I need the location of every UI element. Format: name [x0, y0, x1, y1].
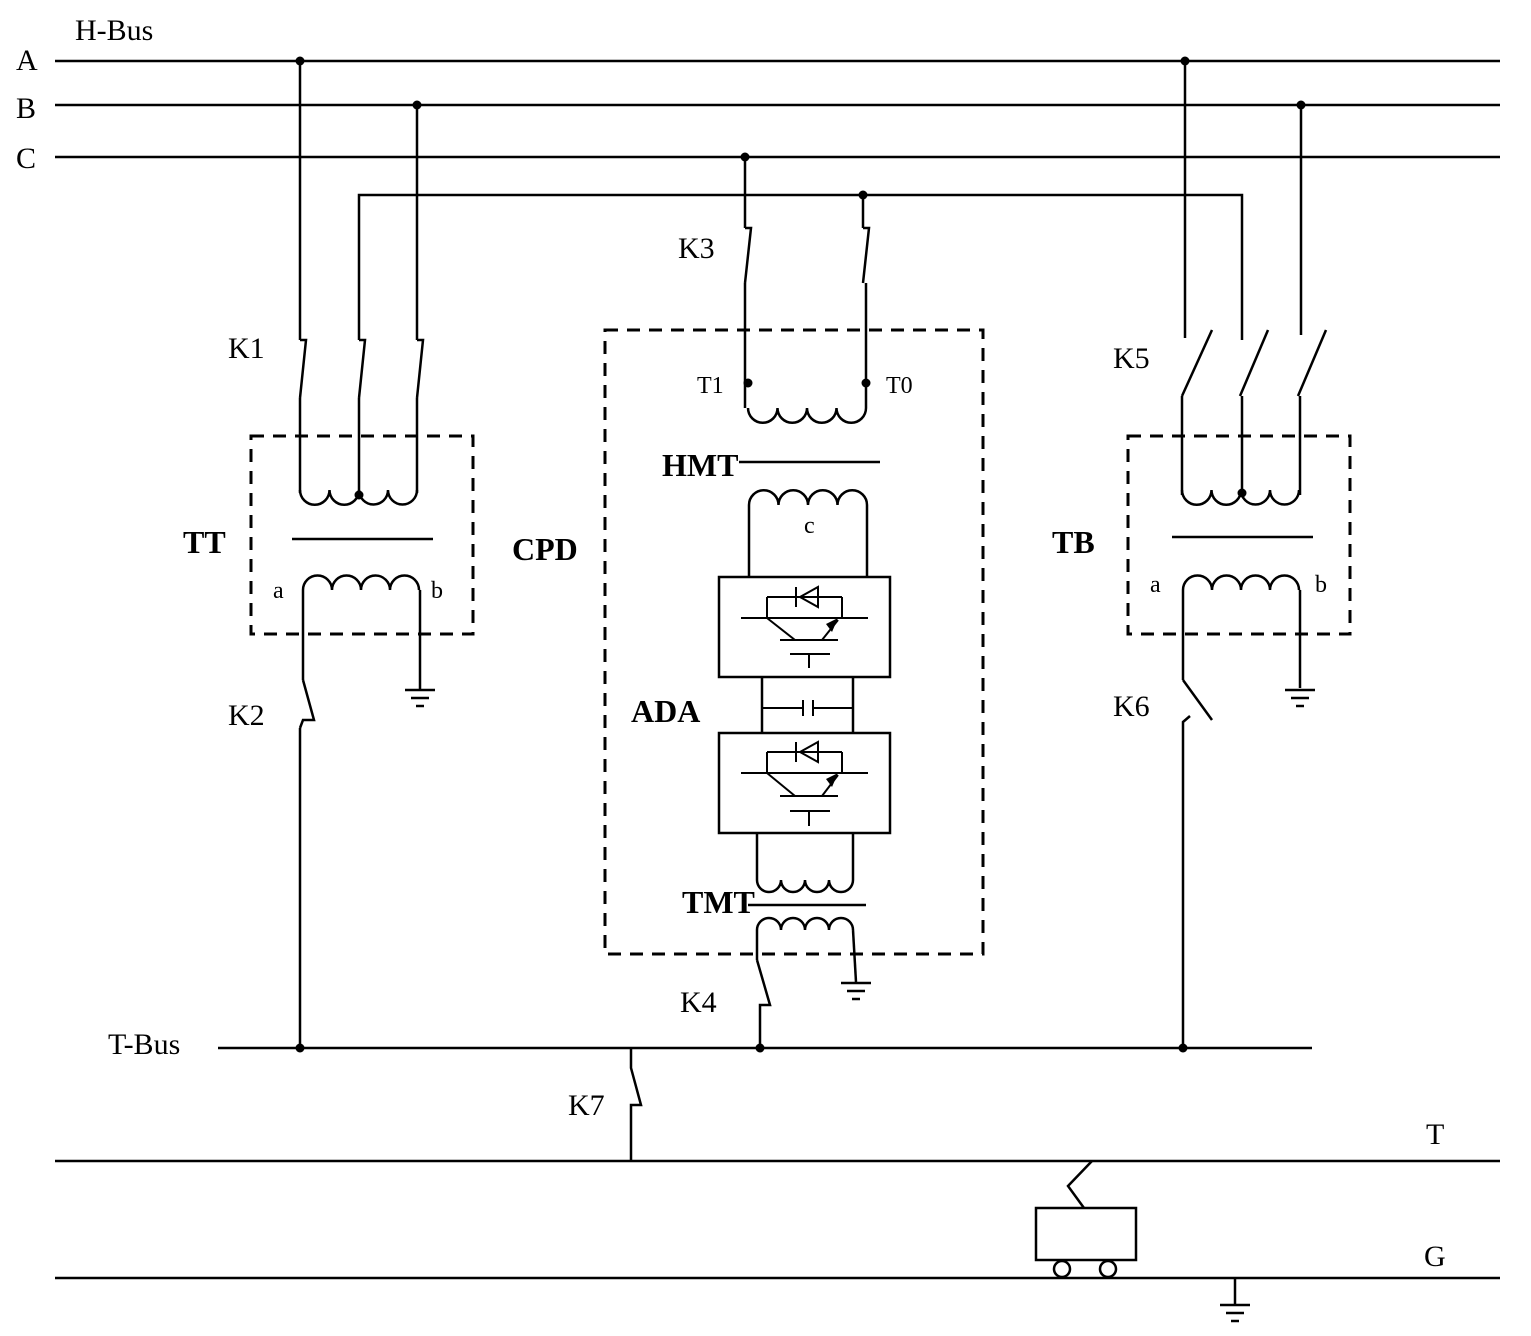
k6-switch: [1183, 680, 1212, 1048]
h-bus-label: H-Bus: [75, 14, 153, 47]
ground-icon: [1285, 690, 1315, 706]
k2-switch: [300, 680, 314, 1048]
k2-label: K2: [228, 699, 265, 732]
tb-boundary: [1128, 436, 1350, 634]
k7-label: K7: [568, 1089, 605, 1122]
tmt-primary-winding: [757, 880, 853, 892]
tb-secondary-winding: [1183, 576, 1299, 591]
tb-label: TB: [1052, 524, 1095, 560]
tt-terminal-a: a: [273, 578, 284, 604]
converter-lower: [719, 733, 890, 833]
pantograph-icon: [1068, 1161, 1092, 1208]
line-g-label: G: [1424, 1240, 1446, 1273]
t-bus: T-Bus: [108, 1028, 1312, 1061]
tt-boundary: [251, 436, 473, 634]
hmt-primary-winding: [748, 408, 866, 423]
cpd-group: K3 T1 T0 HMT c: [512, 153, 983, 1049]
k6-label: K6: [1113, 690, 1150, 723]
phase-a-label: A: [16, 44, 38, 77]
phase-c-label: C: [16, 142, 36, 175]
tmt-label: TMT: [682, 884, 755, 920]
k4-switch: [757, 960, 770, 1048]
k3-label: K3: [678, 232, 715, 265]
tb-terminal-b: b: [1315, 572, 1327, 598]
hmt-secondary-winding: [749, 490, 867, 505]
k1-switch: [300, 340, 423, 398]
auxiliary-phase-line: [359, 195, 1242, 340]
ground-icon: [405, 690, 435, 706]
tt-label: TT: [183, 524, 226, 560]
ada-label: ADA: [631, 693, 700, 729]
tt-transformer-group: K1 a b TT K2: [183, 57, 473, 1049]
tt-secondary-winding: [303, 576, 419, 591]
tmt-secondary-winding: [757, 918, 853, 930]
line-t-label: T: [1426, 1118, 1444, 1151]
cpd-label: CPD: [512, 531, 578, 567]
tt-terminal-b: b: [431, 578, 443, 604]
hmt-terminal-c: c: [804, 513, 815, 539]
phase-b-label: B: [16, 92, 36, 125]
converter-upper: [719, 577, 890, 677]
k3-switch: [745, 228, 869, 283]
hmt-terminal-t0: T0: [886, 373, 913, 399]
k4-label: K4: [680, 986, 717, 1019]
ground-icon: [1220, 1278, 1250, 1321]
train-icon: [1036, 1161, 1136, 1277]
k1-label: K1: [228, 332, 265, 365]
k5-switch: [1182, 330, 1326, 396]
tb-transformer-group: K5 a b TB K6: [1052, 57, 1350, 1049]
tb-terminal-a: a: [1150, 572, 1161, 598]
hmt-label: HMT: [662, 447, 738, 483]
k5-label: K5: [1113, 342, 1150, 375]
catenary-and-rail: T G: [55, 1118, 1500, 1321]
ground-icon: [841, 983, 871, 999]
hmt-terminal-t1: T1: [697, 373, 724, 399]
k7-switch: [631, 1048, 641, 1161]
t-bus-label: T-Bus: [108, 1028, 180, 1061]
h-bus: H-Bus A B C: [16, 14, 1500, 175]
